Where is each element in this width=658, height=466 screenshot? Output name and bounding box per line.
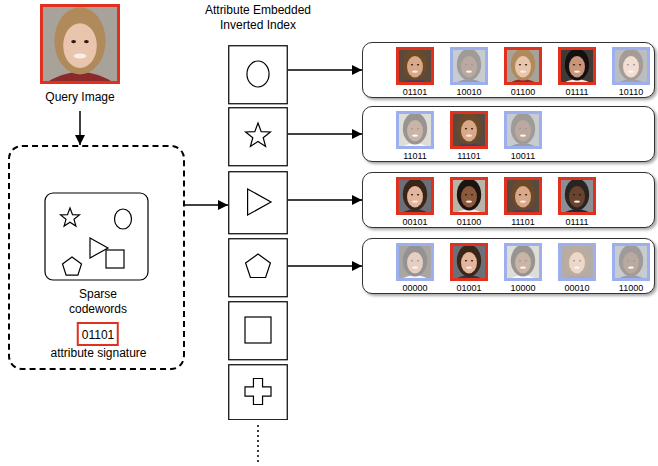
circle-symbol [115, 209, 132, 229]
face-thumbnail [396, 243, 434, 281]
face-thumbnail [504, 111, 542, 149]
code-label: 01001 [444, 283, 494, 294]
code-label: 11000 [606, 283, 656, 294]
face-thumbnail [558, 47, 596, 85]
face-thumbnail [558, 243, 596, 281]
face-thumbnail [450, 111, 488, 149]
inverted-index: Attribute Embedded Inverted Index [228, 45, 288, 420]
index-cell [229, 365, 288, 420]
index-cells [228, 45, 288, 420]
code-label: 10110 [606, 87, 656, 98]
face-thumbnail [558, 177, 596, 215]
face-thumbnail [612, 47, 650, 85]
node-label: Attribute Embedded Inverted Index [198, 3, 318, 33]
posting-list: 01101 10010 01100 01111 10110 [362, 42, 655, 98]
code-label: 11101 [498, 217, 548, 228]
face-thumbnail [450, 177, 488, 215]
signature-code: 01101 [82, 328, 114, 343]
arrow-connector [79, 111, 81, 145]
star-symbol [61, 208, 80, 226]
node-label: attribute signature [10, 346, 187, 361]
node-label: Query Image [30, 90, 130, 105]
index-cell [229, 108, 288, 166]
face-thumbnail [504, 243, 542, 281]
code-label: 10000 [498, 283, 548, 294]
code-label: 00010 [552, 283, 602, 294]
face-thumbnail [612, 243, 650, 281]
cross-symbol [245, 379, 271, 405]
code-label: 01100 [444, 217, 494, 228]
code-label: 10010 [444, 87, 494, 98]
face-thumbnail [396, 177, 434, 215]
signature-box: 01101 [77, 322, 119, 346]
code-label: 01111 [552, 217, 602, 228]
face-thumbnail [396, 47, 434, 85]
code-label: 11011 [390, 151, 440, 162]
face-thumbnail [396, 111, 434, 149]
face-thumbnail [504, 47, 542, 85]
face-photo [40, 4, 120, 84]
square-symbol [106, 250, 124, 268]
arrow-connector [288, 265, 362, 267]
triangle-symbol [90, 238, 108, 258]
square-symbol [245, 317, 271, 343]
arrow-connector [185, 204, 228, 206]
index-cell [229, 239, 288, 297]
code-label: 01111 [552, 87, 602, 98]
feature-box: 01101 Sparse codewords attribute signature [8, 145, 185, 370]
index-cell [229, 172, 288, 234]
code-label: 01101 [390, 87, 440, 98]
triangle-symbol [248, 189, 271, 215]
pentagon-symbol [246, 254, 271, 278]
face-thumbnail [450, 47, 488, 85]
star-symbol [246, 123, 271, 147]
code-label: 01100 [498, 87, 548, 98]
arrow-connector [288, 133, 362, 135]
continuation-dots [257, 425, 259, 464]
circle-symbol [247, 61, 269, 87]
posting-list: 00101 01100 11101 01111 [362, 172, 655, 228]
code-label: 00101 [390, 217, 440, 228]
posting-list: 11011 11101 10011 [362, 106, 655, 162]
pentagon-symbol [63, 257, 82, 275]
code-label: 11101 [444, 151, 494, 162]
face-thumbnail [450, 243, 488, 281]
arrow-connector [288, 69, 362, 71]
code-label: 10011 [498, 151, 548, 162]
posting-list: 00000 01001 10000 00010 11000 [362, 238, 655, 294]
node-label: Sparse codewords [58, 287, 138, 317]
index-cell [229, 302, 288, 360]
index-cell [229, 46, 288, 104]
code-label: 00000 [390, 283, 440, 294]
query-image: Query Image [30, 4, 130, 108]
arrow-connector [288, 199, 362, 201]
face-thumbnail [504, 177, 542, 215]
